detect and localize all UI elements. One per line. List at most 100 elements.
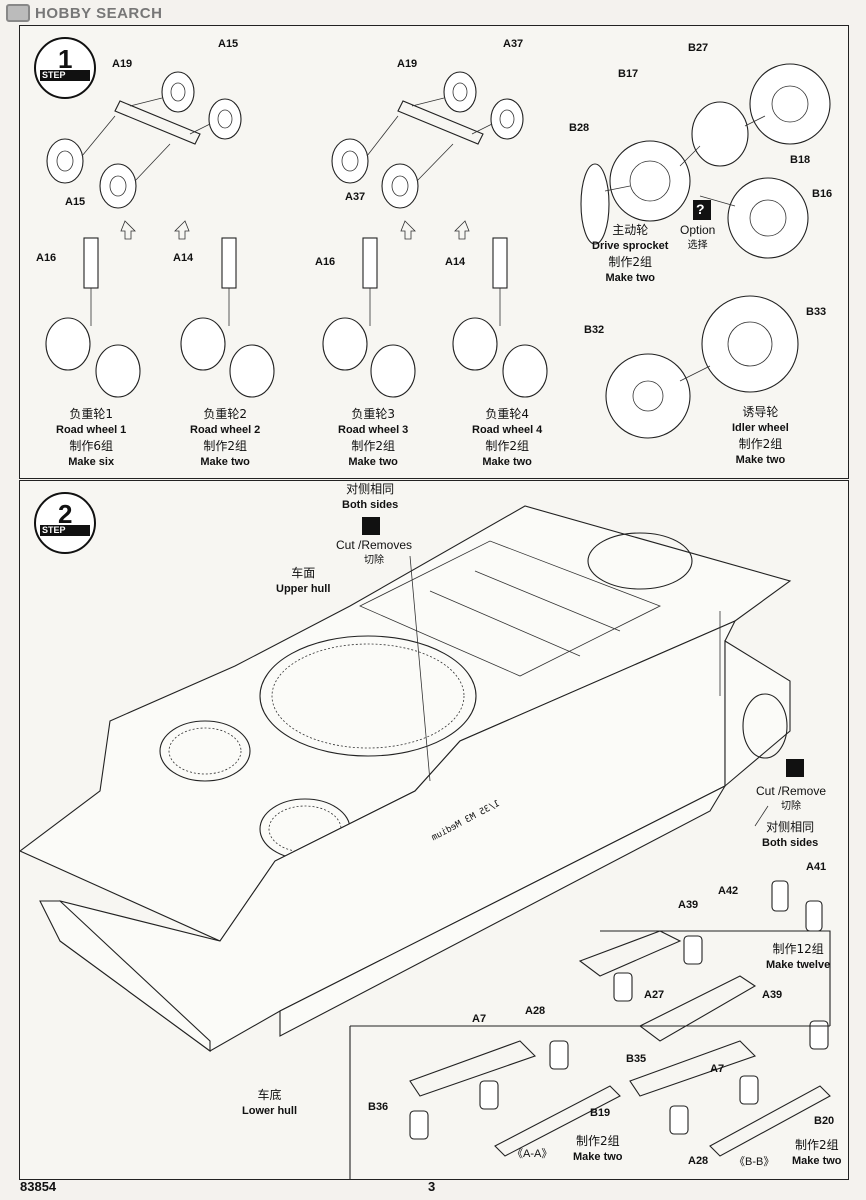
caption-road-wheel-4: 负重轮4 Road wheel 4 制作2组 Make two bbox=[472, 406, 542, 470]
option-zh: 选择 bbox=[687, 240, 708, 251]
cut-icon-right bbox=[786, 759, 804, 777]
caption-road-wheel-3: 负重轮3 Road wheel 3 制作2组 Make two bbox=[338, 406, 408, 470]
cut-top-en: Cut /Removes bbox=[336, 538, 413, 552]
idler-wheel-exploded bbox=[605, 295, 799, 439]
cut-top-zh: 切除 bbox=[364, 555, 385, 566]
step2-word: STEP bbox=[42, 525, 66, 535]
caption-both-sides-top: 对侧相同 Both sides bbox=[342, 481, 398, 513]
caption-cut-top: Cut /Removes 切除 bbox=[336, 537, 412, 569]
cut-right-zh: 切除 bbox=[781, 801, 802, 812]
make-twelve-zh: 制作12组 bbox=[772, 942, 824, 956]
label-a37-bottom: A37 bbox=[345, 191, 366, 203]
caption-rw1-zh2: 制作6组 bbox=[69, 439, 113, 453]
option-en: Option bbox=[680, 223, 716, 237]
label-a42: A42 bbox=[718, 885, 739, 897]
step2-drawing bbox=[20, 492, 831, 1179]
both-sides-top-en: Both sides bbox=[342, 499, 399, 511]
drive-sprocket-exploded bbox=[580, 63, 831, 259]
caption-rw2-zh2: 制作2组 bbox=[203, 439, 247, 453]
label-b19: B19 bbox=[590, 1107, 611, 1119]
caption-upper-hull: 车面 Upper hull bbox=[276, 565, 330, 597]
label-a28-right: A28 bbox=[688, 1155, 709, 1167]
step1-badge-icon bbox=[34, 37, 96, 99]
option-question-mark: ? bbox=[696, 201, 705, 217]
label-a7-right: A7 bbox=[710, 1063, 725, 1075]
label-a15-bottom: A15 bbox=[65, 196, 86, 208]
label-b33: B33 bbox=[806, 306, 827, 318]
label-b36: B36 bbox=[368, 1101, 389, 1113]
label-a16-2: A16 bbox=[315, 256, 336, 268]
label-a28-left: A28 bbox=[525, 1005, 546, 1017]
suspension-sub-assemblies bbox=[349, 880, 831, 1179]
step1-panel: 1 STEP A15 A19 A15 A37 A19 A37 B27 B17 B… bbox=[19, 25, 849, 479]
watermark-text: HOBBY SEARCH bbox=[35, 4, 163, 22]
make-two-aa-zh: 制作2组 bbox=[575, 1134, 620, 1148]
step2-number: 2 bbox=[58, 499, 73, 529]
label-a41: A41 bbox=[806, 861, 827, 873]
label-a14-2: A14 bbox=[445, 256, 466, 268]
lower-hull-en: Lower hull bbox=[242, 1105, 297, 1117]
caption-sprocket-zh2: 制作2组 bbox=[608, 255, 653, 269]
make-two-bb-en: Make two bbox=[792, 1155, 842, 1167]
lower-hull-zh: 车底 bbox=[257, 1088, 282, 1102]
label-b16: B16 bbox=[812, 188, 833, 200]
label-a39-right: A39 bbox=[762, 989, 783, 1001]
make-two-aa-en: Make two bbox=[573, 1151, 623, 1163]
page-number: 3 bbox=[428, 1179, 436, 1194]
caption-rw2-en: Road wheel 2 bbox=[190, 424, 261, 436]
label-a27: A27 bbox=[644, 989, 665, 1001]
caption-rw1-en: Road wheel 1 bbox=[56, 424, 127, 436]
caption-rw1-zh: 负重轮1 bbox=[69, 407, 113, 421]
caption-sprocket: 主动轮 Drive sprocket 制作2组 Make two bbox=[592, 222, 668, 286]
bogie-assemblies bbox=[45, 237, 548, 398]
caption-idler-zh: 诱导轮 bbox=[742, 405, 779, 419]
hobby-search-logo-icon bbox=[6, 4, 30, 22]
label-b18: B18 bbox=[790, 154, 811, 166]
option-icon bbox=[693, 200, 711, 220]
both-sides-right-en: Both sides bbox=[762, 837, 819, 849]
caption-rw2-zh: 负重轮2 bbox=[203, 407, 247, 421]
caption-rw1-en2: Make six bbox=[68, 456, 115, 468]
both-sides-top-zh: 对侧相同 bbox=[346, 482, 395, 496]
both-sides-right-zh: 对侧相同 bbox=[766, 820, 815, 834]
cut-right-en: Cut /Remove bbox=[756, 784, 827, 798]
caption-make-twelve: 制作12组 Make twelve bbox=[766, 941, 830, 973]
label-a15-top: A15 bbox=[218, 38, 239, 50]
caption-idler-en: Idler wheel bbox=[732, 422, 789, 434]
caption-rw3-en: Road wheel 3 bbox=[338, 424, 409, 436]
label-aa-view: 《A-A》 bbox=[512, 1148, 553, 1160]
caption-rw4-en2: Make two bbox=[482, 456, 532, 468]
label-b32: B32 bbox=[584, 324, 605, 336]
caption-sprocket-zh: 主动轮 bbox=[612, 223, 649, 237]
label-b28: B28 bbox=[569, 122, 590, 134]
label-b27: B27 bbox=[688, 42, 709, 54]
label-a7-left: A7 bbox=[472, 1013, 487, 1025]
label-b20: B20 bbox=[814, 1115, 835, 1127]
label-b35: B35 bbox=[626, 1053, 647, 1065]
label-b17: B17 bbox=[618, 68, 639, 80]
step1-word: STEP bbox=[42, 70, 66, 80]
caption-sprocket-en: Drive sprocket bbox=[592, 240, 669, 252]
caption-road-wheel-2: 负重轮2 Road wheel 2 制作2组 Make two bbox=[190, 406, 260, 470]
caption-rw3-zh: 负重轮3 bbox=[351, 407, 395, 421]
caption-rw4-zh2: 制作2组 bbox=[485, 439, 529, 453]
label-a19-left: A19 bbox=[112, 58, 133, 70]
caption-lower-hull: 车底 Lower hull bbox=[242, 1087, 297, 1119]
lower-hull-drawing bbox=[39, 611, 791, 1053]
caption-both-sides-right: 对侧相同 Both sides bbox=[762, 819, 818, 851]
option-caption: Option 选择 bbox=[680, 222, 715, 254]
caption-sprocket-en2: Make two bbox=[605, 272, 655, 284]
make-twelve-en: Make twelve bbox=[766, 959, 831, 971]
watermark: HOBBY SEARCH bbox=[6, 4, 162, 22]
cut-icon-top bbox=[362, 517, 380, 535]
label-a37-top: A37 bbox=[503, 38, 524, 50]
caption-cut-right: Cut /Remove 切除 bbox=[756, 783, 826, 815]
label-a16-1: A16 bbox=[36, 252, 57, 264]
label-a19-mid: A19 bbox=[397, 58, 418, 70]
step1-drawing bbox=[34, 37, 831, 439]
caption-rw2-en2: Make two bbox=[200, 456, 250, 468]
label-bb-view: 《B-B》 bbox=[734, 1156, 775, 1168]
road-wheel-exploded-left bbox=[46, 71, 242, 209]
product-code: 83854 bbox=[20, 1179, 57, 1194]
caption-rw3-en2: Make two bbox=[348, 456, 398, 468]
